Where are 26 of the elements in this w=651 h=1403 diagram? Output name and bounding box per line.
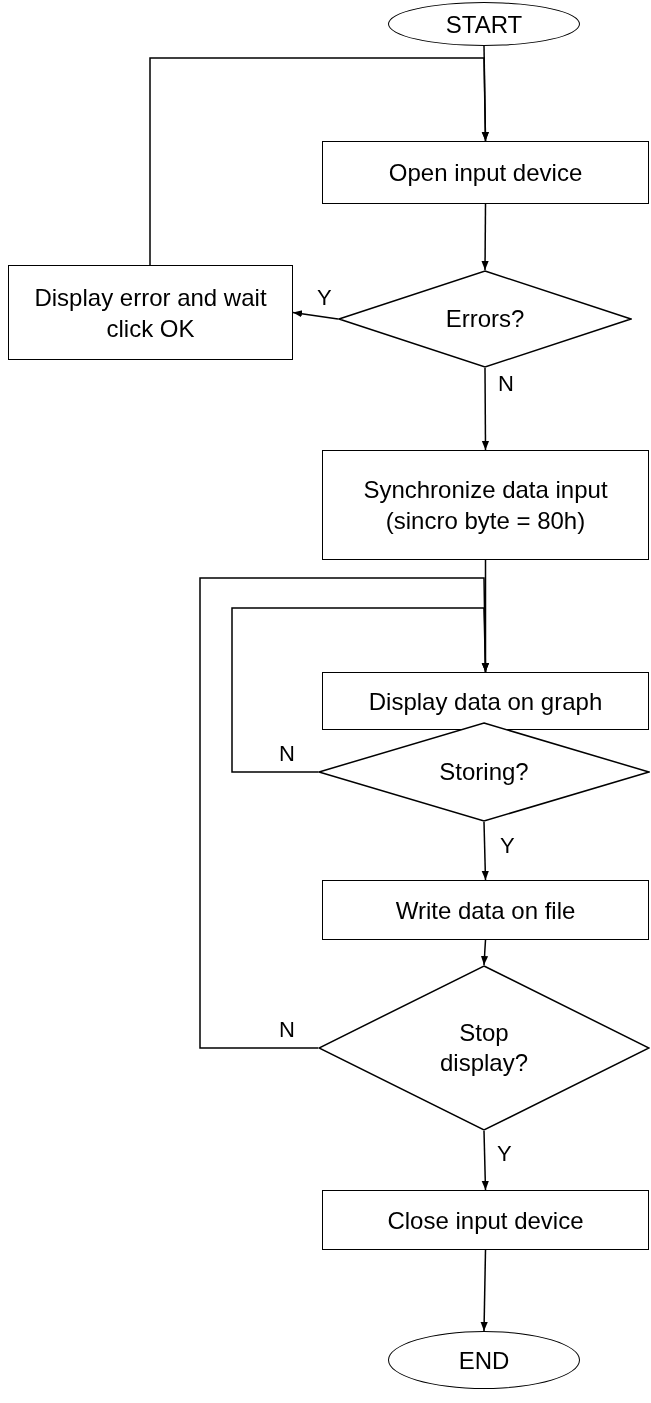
node-text: Display error and wait click OK xyxy=(33,282,268,344)
arrow xyxy=(480,939,489,966)
node-text: Write data on file xyxy=(395,895,576,926)
arrow xyxy=(149,57,489,266)
decision-text: Storing? xyxy=(439,757,529,787)
process-box xyxy=(322,672,649,730)
arrow xyxy=(292,310,339,320)
arrow xyxy=(480,1249,488,1332)
node-text: START xyxy=(445,9,523,40)
process-box xyxy=(322,880,649,940)
node-text: Display data on graph xyxy=(368,686,603,717)
process-box xyxy=(322,450,649,560)
node-text: Open input device xyxy=(388,158,583,188)
node-text: Close input device xyxy=(387,1205,584,1236)
process-box xyxy=(322,1190,649,1250)
decision-text: Stop display? xyxy=(438,1018,530,1078)
arrow xyxy=(481,1130,489,1191)
decision-text: Errors? xyxy=(445,304,525,334)
arrow xyxy=(481,821,489,881)
node-text: Synchronize data input (sincro byte = 80h) xyxy=(362,475,609,536)
arrow xyxy=(481,367,490,451)
arrow xyxy=(199,577,489,1049)
process-box xyxy=(8,265,293,360)
arrow xyxy=(481,203,489,271)
node-text: END xyxy=(458,1345,510,1376)
process-box xyxy=(322,141,649,204)
